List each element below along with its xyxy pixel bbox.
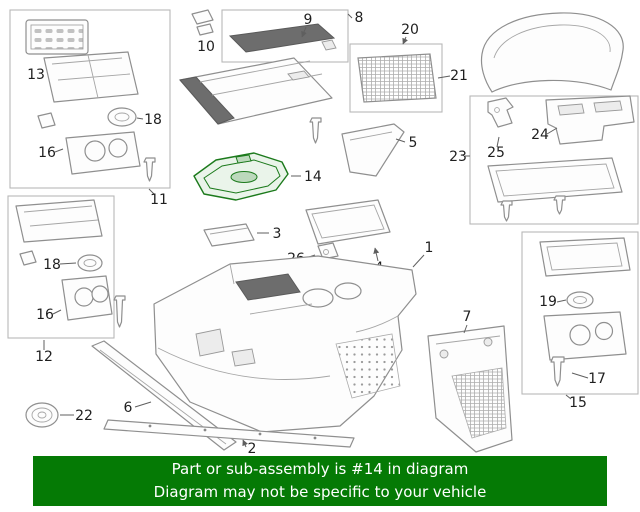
part-18b-drawing[interactable]: [19, 250, 103, 272]
callout-22[interactable]: 22: [75, 408, 93, 424]
group-20-box: [349, 43, 443, 113]
part-25-drawing[interactable]: [487, 97, 514, 128]
lid-underside-drawing[interactable]: [487, 157, 623, 222]
screw-drawing-a: [143, 157, 156, 182]
leader-15: [565, 394, 572, 400]
group-12-box: [7, 195, 115, 339]
leader-19: [556, 299, 567, 303]
part-2-drawing[interactable]: [103, 419, 355, 448]
callout-19[interactable]: 19: [539, 294, 557, 310]
screw-drawing-b: [113, 295, 126, 328]
banner-line-1: Part or sub-assembly is #14 in diagram: [171, 460, 469, 478]
part-3-drawing[interactable]: [203, 223, 255, 247]
leader-25: [496, 136, 500, 148]
callout-25[interactable]: 25: [487, 145, 505, 161]
leader-4: [373, 247, 380, 262]
part-13-drawing[interactable]: [25, 19, 139, 103]
part-16a-drawing[interactable]: [65, 131, 141, 175]
leader-5: [395, 138, 406, 143]
callout-7[interactable]: 7: [463, 309, 472, 325]
callout-18b[interactable]: 18: [43, 257, 61, 273]
leader-7: [463, 324, 468, 334]
part-17-drawing[interactable]: [550, 356, 565, 387]
diagram-note-banner: Part or sub-assembly is #14 in diagram D…: [33, 456, 607, 506]
callout-16a[interactable]: 16: [38, 145, 56, 161]
leader-20: [402, 36, 408, 45]
part-19-drawing[interactable]: [566, 291, 594, 309]
leader-16b: [52, 309, 62, 315]
callout-20[interactable]: 20: [401, 22, 419, 38]
lid-15-drawing[interactable]: [539, 237, 631, 277]
callout-9[interactable]: 9: [304, 12, 313, 28]
leader-2: [242, 439, 248, 448]
leader-21: [437, 75, 451, 79]
leader-17: [571, 372, 589, 379]
callout-18a[interactable]: 18: [144, 112, 162, 128]
part-22-drawing[interactable]: [25, 402, 59, 428]
group-15-box: [521, 231, 639, 395]
callout-5[interactable]: 5: [409, 135, 418, 151]
callout-11[interactable]: 11: [150, 192, 168, 208]
leader-11: [148, 188, 155, 195]
leader-9: [301, 26, 307, 38]
exploded-parts-diagram: 13 18 16 11 18 16 12 22: [7, 9, 639, 456]
part-24-drawing[interactable]: [545, 95, 635, 145]
leader-24: [546, 127, 558, 135]
callout-3[interactable]: 3: [273, 226, 282, 242]
part-1-console-drawing[interactable]: [153, 255, 417, 433]
part-21-drawing[interactable]: [357, 53, 437, 103]
callout-14[interactable]: 14: [304, 169, 322, 185]
leader-8: [347, 13, 353, 19]
tray-15-drawing[interactable]: [543, 311, 627, 361]
callout-10[interactable]: 10: [197, 39, 215, 55]
part-5-drawing[interactable]: [341, 123, 405, 177]
callout-8[interactable]: 8: [355, 10, 364, 26]
part-8-panel-drawing[interactable]: [179, 57, 333, 125]
callout-2[interactable]: 2: [248, 441, 257, 456]
callout-13[interactable]: 13: [27, 67, 45, 83]
callout-17[interactable]: 17: [588, 371, 606, 387]
callout-21[interactable]: 21: [450, 68, 468, 84]
part-4-drawing[interactable]: [305, 199, 391, 245]
group-11-box: [9, 9, 171, 189]
callout-23[interactable]: 23: [449, 149, 467, 165]
group-23-box: [469, 95, 639, 225]
callout-16b[interactable]: 16: [36, 307, 54, 323]
part-16b-drawing[interactable]: [61, 275, 113, 321]
part-14-highlighted-drawing[interactable]: [193, 152, 289, 201]
callout-24[interactable]: 24: [531, 127, 549, 143]
part-18a-drawing[interactable]: [37, 107, 137, 129]
leader-18b: [59, 262, 77, 265]
screw-drawing-c: [309, 117, 322, 144]
callout-6[interactable]: 6: [124, 400, 133, 416]
callout-12[interactable]: 12: [35, 349, 53, 365]
console-lid-drawing[interactable]: [480, 12, 624, 93]
part-10-drawing[interactable]: [191, 9, 214, 36]
callout-1[interactable]: 1: [425, 240, 434, 256]
callout-15[interactable]: 15: [569, 395, 587, 411]
leader-18a: [136, 117, 144, 120]
leader-6: [134, 401, 152, 408]
part-26-drawing[interactable]: [317, 242, 339, 260]
part-7-drawing[interactable]: [427, 325, 513, 453]
banner-line-2: Diagram may not be specific to your vehi…: [153, 483, 487, 501]
leader-1: [412, 254, 425, 268]
leader-16a: [54, 148, 64, 153]
tray-12-drawing[interactable]: [15, 199, 103, 243]
part-9-drawing[interactable]: [228, 23, 337, 53]
